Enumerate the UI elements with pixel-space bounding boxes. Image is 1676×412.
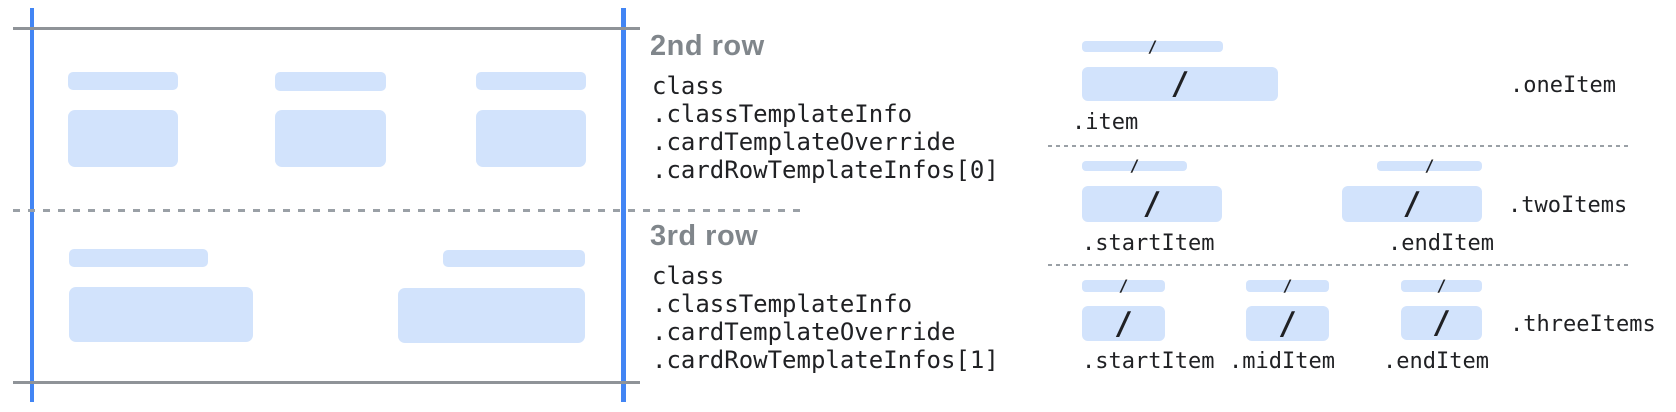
placeholder-label-bar [69,249,208,267]
row-divider-dashed-line [13,209,800,212]
item-value-bar: / [1401,306,1482,340]
code-line: class [652,262,725,290]
card-right-guide-line [621,8,626,402]
code-line: class [652,72,725,100]
variant-group-label: .oneItem [1510,73,1616,98]
item-value-bar: / [1246,306,1329,341]
item-field-label: .midItem [1229,349,1335,374]
item-value-bar: / [1082,306,1165,341]
item-value-bar: / [1082,67,1278,101]
item-label-bar: / [1401,278,1482,294]
code-line: .classTemplateInfo [652,290,913,318]
item-field-label: .startItem [1082,231,1215,256]
placeholder-value-box [476,110,586,167]
variant-group-label: .threeItems [1510,312,1656,337]
placeholder-value-box [69,287,253,342]
variant-divider-dashed-line [1048,145,1628,147]
code-line: .cardTemplateOverride [652,318,956,346]
third-row-heading: 3rd row [650,220,759,252]
card-top-guide-line [13,27,640,30]
placeholder-value-box [398,288,585,343]
variant-group-label: .twoItems [1508,193,1628,218]
second-row-heading: 2nd row [650,30,765,62]
item-field-label: .endItem [1383,349,1489,374]
item-value-bar: / [1342,186,1482,222]
item-field-label: .item [1072,110,1139,135]
placeholder-label-bar [68,72,178,90]
placeholder-label-bar [476,72,586,90]
code-line: .cardRowTemplateInfos[1] [652,346,999,374]
item-label-bar: / [1082,158,1187,174]
placeholder-label-bar [443,250,585,267]
variant-divider-dashed-line [1048,264,1628,266]
item-label-bar: / [1246,278,1329,294]
card-left-guide-line [30,8,34,402]
item-value-bar: / [1082,186,1222,222]
card-bottom-guide-line [13,381,640,384]
placeholder-value-box [275,110,386,167]
item-label-bar: / [1377,158,1482,174]
item-label-bar: / [1082,38,1223,54]
placeholder-value-box [68,110,178,167]
item-field-label: .startItem [1082,349,1215,374]
code-line: .cardTemplateOverride [652,128,956,156]
code-line: .classTemplateInfo [652,100,913,128]
placeholder-label-bar [275,72,386,91]
item-label-bar: / [1082,278,1165,294]
code-line: .cardRowTemplateInfos[0] [652,156,999,184]
item-field-label: .endItem [1388,231,1494,256]
